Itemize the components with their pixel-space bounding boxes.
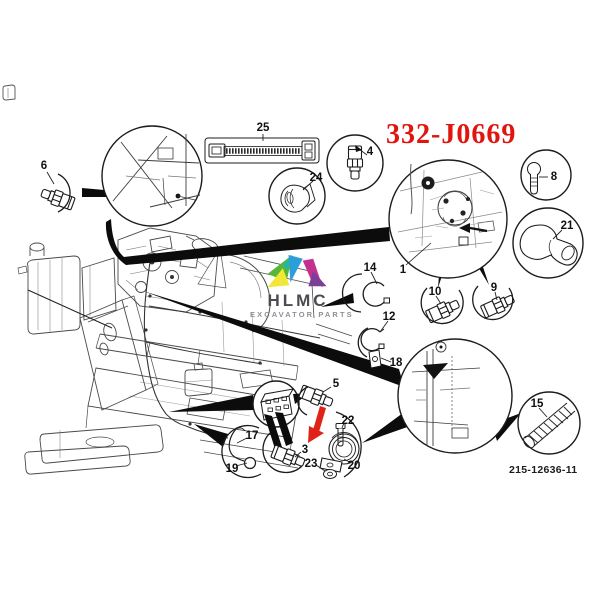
location-arrow-icon: [459, 223, 488, 233]
callout-10: 10: [428, 286, 442, 298]
brand-subtitle: EXCAVATOR PARTS: [250, 310, 354, 319]
callout-18: 18: [389, 357, 403, 369]
brand-logo-icon: [267, 254, 327, 288]
detail-circle-engine: [388, 159, 508, 279]
part-15-conduit: [523, 402, 576, 449]
callout-6: 6: [40, 160, 48, 172]
callout-20: 20: [347, 460, 361, 472]
part-arcs: [57, 173, 514, 479]
part-18-bracket: [368, 349, 382, 369]
frame-detail-top-left: [112, 134, 201, 209]
callout-3: 3: [301, 444, 309, 456]
callout-17: 17: [245, 430, 259, 442]
detail-circle-frame-top-left: [101, 125, 203, 227]
brand-name: HLMC: [267, 291, 329, 310]
brand-logo: HLMC EXCAVATOR PARTS: [250, 253, 354, 319]
leader-wedges: [82, 188, 521, 447]
relay-block: [260, 388, 294, 421]
red-arrow-icon: [308, 406, 326, 443]
part-17-wire: [228, 427, 257, 470]
label-leader-lines: [46, 134, 563, 472]
part-23-washer: [323, 469, 337, 479]
engine-detail: [397, 163, 503, 266]
callout-12: 12: [382, 311, 396, 323]
callout-4: 4: [366, 146, 374, 158]
frame-detail-bottom-right: [411, 341, 481, 446]
callout-8: 8: [550, 171, 558, 183]
detail-circle-part-8: [520, 149, 572, 201]
detail-circle-frame-bottom-right: [397, 338, 513, 454]
callout-24: 24: [309, 172, 323, 184]
part-20-clamp: [319, 432, 360, 473]
callout-15: 15: [530, 398, 544, 410]
callout-25: 25: [256, 122, 270, 134]
part-25-cable-tie: [204, 137, 320, 164]
part-9-sensor: [479, 291, 517, 320]
part-21-boot: [519, 224, 578, 266]
part-14-clamp: [362, 281, 390, 307]
callout-22: 22: [341, 415, 355, 427]
part-24-grommet: [280, 183, 316, 213]
callout-5: 5: [332, 378, 340, 390]
callout-9: 9: [490, 282, 498, 294]
figure-code: 215-12636-11: [509, 464, 578, 476]
callout-19: 19: [225, 463, 239, 475]
callout-23: 23: [304, 458, 318, 470]
part-8-bolt: [527, 162, 541, 195]
callout-21: 21: [560, 220, 574, 232]
callout-1: 1: [399, 264, 407, 276]
part-number: 332-J0669: [386, 119, 517, 150]
callout-14: 14: [363, 262, 377, 274]
detail-circle-part-15: [517, 391, 581, 455]
